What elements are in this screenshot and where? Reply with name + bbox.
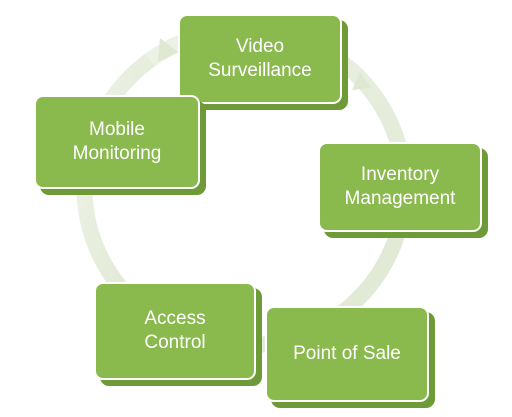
node-label: Mobile Monitoring [72,119,162,164]
node-mobile-monitoring: Mobile Monitoring [34,95,206,195]
cycle-arrow-head [158,38,178,62]
node-box: Access Control [94,282,256,380]
node-box: Video Surveillance [178,14,342,104]
node-access-control: Access Control [94,282,262,386]
node-box: Inventory Management [318,142,482,232]
cycle-arrow-head [352,72,372,90]
node-box: Mobile Monitoring [34,95,200,189]
node-point-of-sale: Point of Sale [265,306,435,408]
node-label: Video Surveillance [208,36,312,81]
node-label: Access Control [144,308,206,353]
node-video-surveillance: Video Surveillance [178,14,348,110]
node-inventory-management: Inventory Management [318,142,488,238]
node-box: Point of Sale [265,306,429,402]
node-label: Inventory Management [344,164,456,209]
node-label: Point of Sale [293,343,401,364]
